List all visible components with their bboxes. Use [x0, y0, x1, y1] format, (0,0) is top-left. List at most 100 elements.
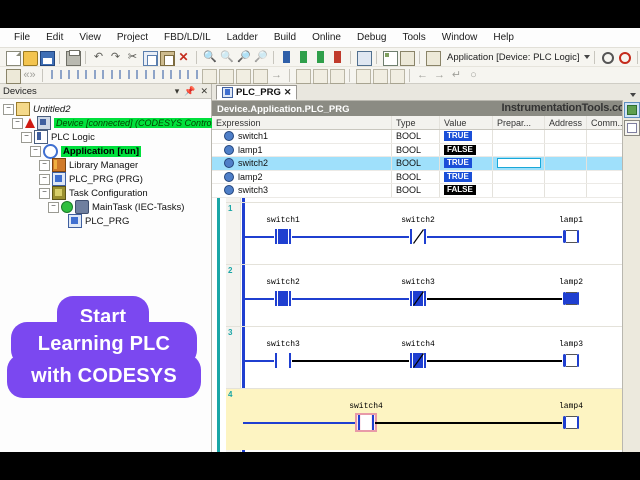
menu-item-view[interactable]: View [79, 32, 101, 43]
menu-item-fbd-ld-il[interactable]: FBD/LD/IL [163, 32, 211, 43]
rung-background-selected[interactable] [226, 388, 623, 450]
insert-coil-set-icon[interactable] [116, 68, 131, 83]
pin-icon[interactable]: 📌 [184, 85, 196, 96]
cell-expression[interactable]: switch1 [212, 130, 392, 143]
cell-prepared-value[interactable] [493, 130, 545, 143]
toggle-eno-icon[interactable] [312, 68, 328, 84]
insert-block-inout-icon[interactable] [252, 68, 268, 84]
tree-item-maintask-iec-tasks[interactable]: −MainTask (IEC-Tasks) [3, 200, 211, 214]
tree-item-untitled2[interactable]: −Untitled2 [3, 102, 211, 116]
cell-prepared-value[interactable] [493, 184, 545, 197]
ladder-contact-normally-open[interactable] [355, 413, 377, 432]
column-header-prepar[interactable]: Prepar... [493, 116, 545, 129]
insert-contact-icon[interactable] [48, 68, 63, 83]
cut-icon[interactable]: ✂ [127, 50, 138, 63]
column-header-type[interactable]: Type [392, 116, 440, 129]
tree-expander[interactable]: − [3, 103, 14, 115]
ladder-contact-normally-closed[interactable] [409, 291, 427, 306]
menu-item-tools[interactable]: Tools [402, 32, 426, 43]
ladder-coil[interactable] [562, 291, 580, 306]
insert-return-icon[interactable] [184, 68, 199, 83]
nav-jump-icon[interactable]: ↵ [451, 68, 462, 81]
bookmark-clear-icon[interactable] [330, 50, 345, 65]
tree-item-device-connected-codesys-control-win-v3[interactable]: −Device [connected] (CODESYS Control Win… [3, 116, 247, 130]
insert-block-input-icon[interactable] [218, 68, 234, 84]
paste-icon[interactable] [159, 50, 175, 66]
menu-item-help[interactable]: Help [493, 32, 514, 43]
build-icon[interactable] [356, 50, 372, 66]
cell-value[interactable]: TRUE [440, 170, 493, 183]
view-zoom-icon[interactable] [389, 68, 405, 84]
ladder-contact-normally-closed[interactable] [409, 353, 427, 368]
nav-back-icon[interactable]: ← [417, 68, 428, 81]
menu-item-edit[interactable]: Edit [46, 32, 64, 43]
generate-code-icon[interactable] [382, 50, 398, 66]
tree-expander[interactable]: − [12, 117, 23, 129]
undo-icon[interactable]: ↶ [93, 50, 104, 63]
redo-icon[interactable]: ↷ [110, 50, 121, 63]
open-folder-icon[interactable] [22, 50, 38, 66]
ladder-contact-normally-open[interactable] [274, 291, 292, 306]
cell-value[interactable]: TRUE [440, 130, 493, 143]
chevron-down-icon[interactable] [630, 93, 636, 97]
replace-icon[interactable]: 🔎 [254, 50, 268, 63]
find-next-icon[interactable]: 🔍 [220, 50, 234, 63]
menu-item-window[interactable]: Window [441, 32, 478, 43]
close-icon[interactable]: ✕ [283, 87, 292, 97]
ladder-coil[interactable] [562, 353, 580, 368]
prepared-value-input[interactable] [497, 158, 541, 169]
print-icon[interactable] [65, 49, 81, 66]
find-prev-icon[interactable]: 🔎 [237, 50, 251, 63]
cell-prepared-value[interactable] [493, 143, 545, 156]
insert-coil-reset-icon[interactable] [133, 68, 148, 83]
chevron-down-icon[interactable] [583, 55, 590, 59]
logout-icon[interactable] [617, 50, 632, 65]
menu-item-online[interactable]: Online [312, 32, 341, 43]
insert-contact-parallel-icon[interactable] [65, 68, 80, 83]
cell-expression[interactable]: switch3 [212, 184, 392, 197]
menu-item-ladder[interactable]: Ladder [226, 32, 258, 43]
cell-value[interactable]: TRUE [440, 157, 493, 170]
nav-find-icon[interactable]: ○ [470, 68, 477, 81]
chevron-down-icon[interactable]: ▾ [174, 85, 180, 96]
tree-expander[interactable]: − [21, 131, 32, 143]
tree-expander[interactable]: − [30, 145, 41, 157]
insert-contact-negated-icon[interactable] [82, 68, 97, 83]
menu-item-debug[interactable]: Debug [356, 32, 387, 43]
menu-item-project[interactable]: Project [116, 32, 148, 43]
cell-prepared-value[interactable] [493, 170, 545, 183]
tree-item-library-manager[interactable]: −Library Manager [3, 158, 211, 172]
menu-item-build[interactable]: Build [273, 32, 297, 43]
tab-plc-prg[interactable]: PLC_PRG ✕ [216, 85, 298, 100]
cell-value[interactable]: FALSE [440, 143, 493, 156]
copy-icon[interactable] [142, 50, 158, 66]
tree-expander[interactable]: − [39, 159, 50, 171]
ladder-contact-normally-open[interactable] [274, 229, 292, 244]
delete-icon[interactable]: ✕ [178, 49, 189, 64]
insert-coil-icon[interactable] [99, 68, 114, 83]
column-header-address[interactable]: Address [545, 116, 587, 129]
close-icon[interactable]: ✕ [200, 85, 208, 96]
bookmark-prev-icon[interactable] [313, 50, 328, 65]
toolbox-icon[interactable] [624, 102, 640, 118]
insert-branch-icon[interactable] [150, 68, 165, 83]
column-header-expression[interactable]: Expression [212, 116, 392, 129]
bookmark-icon[interactable] [279, 50, 294, 65]
ladder-coil[interactable] [562, 229, 580, 244]
view-list-icon[interactable] [372, 68, 388, 84]
properties-icon[interactable] [624, 120, 640, 136]
tree-item-plc-prg-prg[interactable]: −PLC_PRG (PRG) [3, 172, 211, 186]
cell-expression[interactable]: lamp2 [212, 170, 392, 183]
cell-expression[interactable]: switch2 [212, 157, 392, 170]
menu-item-file[interactable]: File [14, 32, 31, 43]
insert-block-output-icon[interactable] [235, 68, 251, 84]
login-icon[interactable] [600, 50, 615, 65]
application-selector[interactable]: Application [Device: PLC Logic] [447, 52, 590, 63]
column-header-value[interactable]: Value [440, 116, 493, 129]
cell-expression[interactable]: lamp1 [212, 143, 392, 156]
